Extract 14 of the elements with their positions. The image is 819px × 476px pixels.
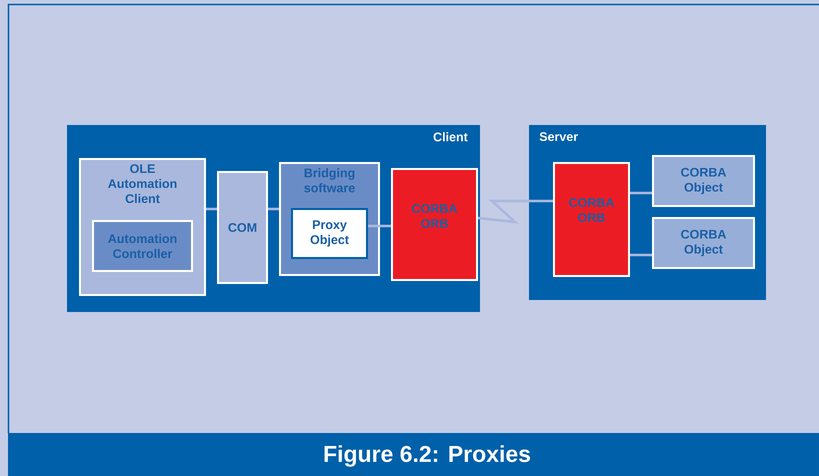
connector-line — [630, 254, 652, 256]
component-box: CORBA ORB — [391, 168, 478, 281]
component-box: Automation Controller — [92, 220, 193, 272]
zigzag-connector — [478, 200, 553, 224]
component-box: COM — [217, 171, 268, 284]
component-box: Proxy Object — [291, 208, 368, 259]
connector-line — [368, 224, 391, 228]
title-band: Figure 6.2: Proxies — [8, 432, 819, 476]
connector-line — [206, 208, 217, 210]
component-box: CORBA Object — [652, 155, 755, 207]
connector-line — [268, 208, 279, 210]
component-box: CORBA ORB — [553, 162, 630, 277]
component-box: CORBA Object — [652, 217, 755, 269]
connector-line — [630, 192, 652, 194]
